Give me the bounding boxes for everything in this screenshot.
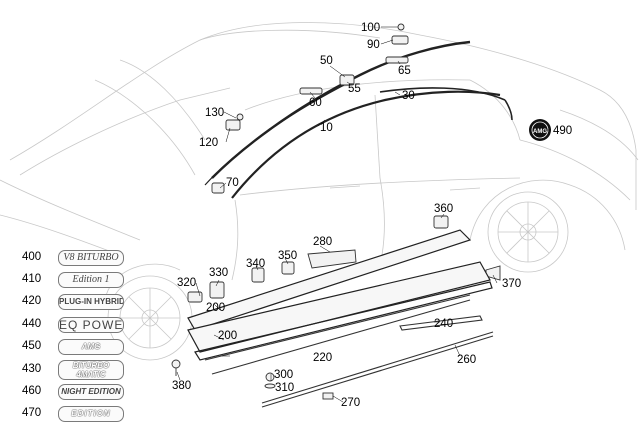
badge-night-edition: NIGHT EDITION bbox=[58, 384, 124, 400]
callout-60: 60 bbox=[309, 97, 322, 109]
callout-340: 340 bbox=[246, 258, 266, 270]
callout-130: 130 bbox=[205, 107, 225, 119]
badge-edition-1: Edition 1 bbox=[58, 272, 124, 288]
badge-eq-power: EQ POWER bbox=[58, 317, 124, 333]
amg-logo-text: AMG bbox=[533, 129, 547, 135]
badge-code-450: 450 bbox=[22, 340, 42, 352]
callout-370: 370 bbox=[502, 278, 522, 290]
badge-code-400: 400 bbox=[22, 251, 42, 263]
callout-200-upper: 200 bbox=[206, 302, 226, 314]
badge-v8-biturbo: V8 BITURBO bbox=[58, 250, 124, 266]
badge-code-430: 430 bbox=[22, 363, 42, 375]
badge-edition: EDITION bbox=[58, 406, 124, 422]
callout-260: 260 bbox=[457, 354, 477, 366]
badge-code-440: 440 bbox=[22, 318, 42, 330]
callout-350: 350 bbox=[278, 250, 298, 262]
clips bbox=[171, 23, 501, 400]
badge-code-420: 420 bbox=[22, 295, 42, 307]
callout-65: 65 bbox=[398, 65, 411, 77]
callout-330: 330 bbox=[209, 267, 229, 279]
badge-biturbo-4matic: BITURBO 4MATIC bbox=[58, 360, 124, 380]
callout-70: 70 bbox=[226, 177, 239, 189]
car-body-outline bbox=[0, 22, 639, 361]
badge-code-410: 410 bbox=[22, 273, 42, 285]
callout-280: 280 bbox=[313, 236, 333, 248]
callout-310: 310 bbox=[275, 382, 295, 394]
callout-120: 120 bbox=[199, 137, 219, 149]
callout-200-lower: 200 bbox=[218, 330, 238, 342]
callout-100: 100 bbox=[361, 22, 381, 34]
callout-50: 50 bbox=[320, 55, 333, 67]
callout-380: 380 bbox=[172, 380, 192, 392]
badge-plug-in-hybrid: PLUG-IN HYBRID bbox=[58, 294, 124, 310]
callout-320: 320 bbox=[177, 277, 197, 289]
trim-strips bbox=[204, 294, 494, 408]
callout-300: 300 bbox=[274, 369, 294, 381]
callout-30: 30 bbox=[402, 90, 415, 102]
badge-code-470: 470 bbox=[22, 407, 42, 419]
callout-240: 240 bbox=[434, 318, 454, 330]
callout-360: 360 bbox=[434, 203, 454, 215]
badge-code-460: 460 bbox=[22, 385, 42, 397]
callout-90: 90 bbox=[367, 39, 380, 51]
callout-220: 220 bbox=[313, 352, 333, 364]
callout-490: 490 bbox=[553, 125, 573, 137]
callout-270: 270 bbox=[341, 397, 361, 409]
callout-55: 55 bbox=[348, 83, 361, 95]
callout-10: 10 bbox=[320, 122, 333, 134]
leader-lines bbox=[176, 26, 551, 403]
side-skirts bbox=[187, 229, 493, 361]
roof-moldings bbox=[204, 40, 513, 199]
badge-amg: AMG bbox=[58, 339, 124, 355]
